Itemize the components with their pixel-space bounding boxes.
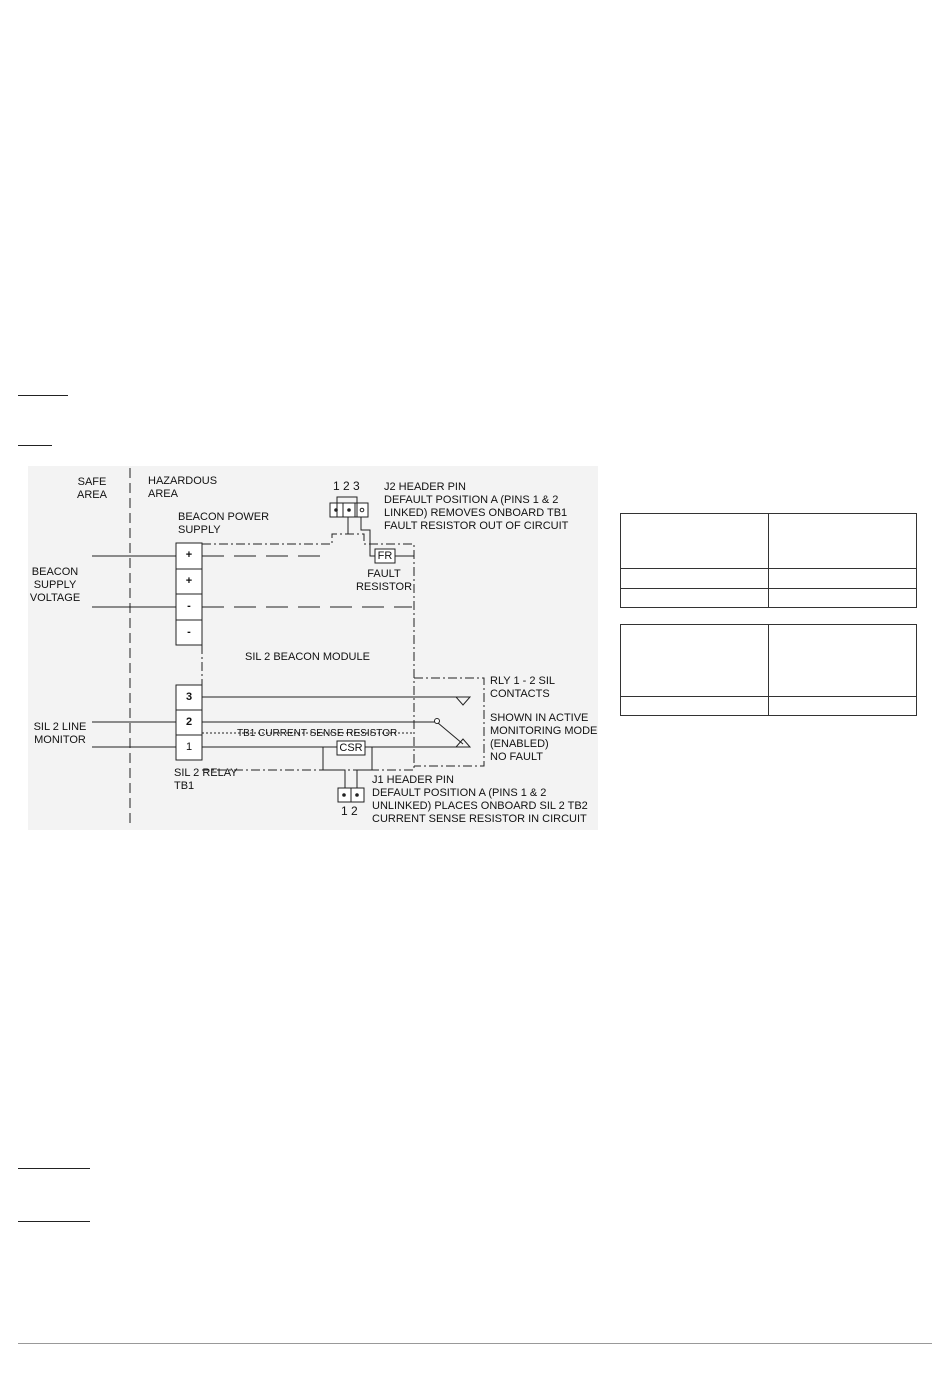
csr-label: CSR — [339, 742, 363, 754]
power-terminal-plus-1: + — [185, 549, 193, 561]
beacon-power-supply-label: BEACON POWER SUPPLY — [178, 511, 270, 536]
module-name-label: SIL 2 BEACON MODULE — [245, 651, 370, 663]
relay-terminal-block — [175, 684, 203, 761]
relay-terminal-3: 3 — [185, 691, 193, 703]
table-2 — [620, 624, 917, 716]
power-terminal-minus-2: - — [187, 626, 191, 638]
table-1 — [620, 513, 917, 608]
j1-pin-1 — [342, 793, 346, 797]
relay-contacts-outline — [414, 677, 485, 767]
j1-pin-numbers: 1 2 — [341, 804, 358, 818]
table-row — [620, 624, 917, 697]
power-terminal-minus-1: - — [187, 600, 191, 612]
csr-box — [336, 740, 366, 756]
fr-label: FR — [377, 550, 393, 562]
table-cell — [620, 568, 769, 589]
tb1-current-sense-label: TB1 CURRENT SENSE RESISTOR — [237, 728, 398, 739]
safe-area-label: SAFE AREA — [77, 476, 107, 501]
table-row — [620, 568, 917, 589]
sil2-line-monitor-label: SIL 2 LINE MONITOR — [33, 721, 87, 746]
power-terminal-plus-2: + — [185, 575, 193, 587]
table-cell — [620, 588, 769, 608]
table-cell — [768, 624, 917, 697]
table-cell — [620, 513, 769, 569]
heading-underline-4 — [18, 1221, 90, 1222]
j1-pin-2 — [355, 793, 359, 797]
table-row — [620, 588, 917, 608]
footer-rule — [18, 1343, 932, 1344]
j2-pin-2 — [347, 508, 351, 512]
heading-underline-2 — [18, 445, 52, 446]
table-cell — [768, 696, 917, 716]
j2-pin-3 — [359, 507, 365, 513]
module-outline — [202, 533, 415, 771]
sil2-relay-label: SIL 2 RELAY TB1 — [174, 767, 238, 792]
beacon-supply-voltage-label: BEACON SUPPLY VOLTAGE — [29, 566, 81, 604]
table-cell — [768, 588, 917, 608]
table-row — [620, 696, 917, 716]
table-row — [620, 513, 917, 569]
j2-pin-1 — [334, 508, 338, 512]
table-cell — [768, 513, 917, 569]
relay-terminal-1: 1 — [185, 741, 193, 753]
heading-underline-3 — [18, 1168, 90, 1169]
wiring-diagram-background — [28, 466, 598, 830]
relay-switch-arm — [437, 722, 464, 745]
j2-description: J2 HEADER PIN DEFAULT POSITION A (PINS 1… — [384, 481, 569, 532]
heading-underline-1 — [18, 395, 68, 396]
fault-resistor-label: FAULT RESISTOR — [355, 568, 413, 593]
j1-description: J1 HEADER PIN DEFAULT POSITION A (PINS 1… — [372, 774, 588, 825]
table-cell — [620, 696, 769, 716]
relay-terminal-2: 2 — [185, 716, 193, 728]
table-cell — [620, 624, 769, 697]
table-cell — [768, 568, 917, 589]
relay-contacts-label: RLY 1 - 2 SIL CONTACTS — [490, 675, 556, 700]
j2-pin-numbers: 1 2 3 — [333, 479, 360, 493]
hazardous-area-label: HAZARDOUS AREA — [148, 475, 218, 500]
monitoring-mode-label: SHOWN IN ACTIVE MONITORING MODE (ENABLED… — [490, 712, 598, 763]
